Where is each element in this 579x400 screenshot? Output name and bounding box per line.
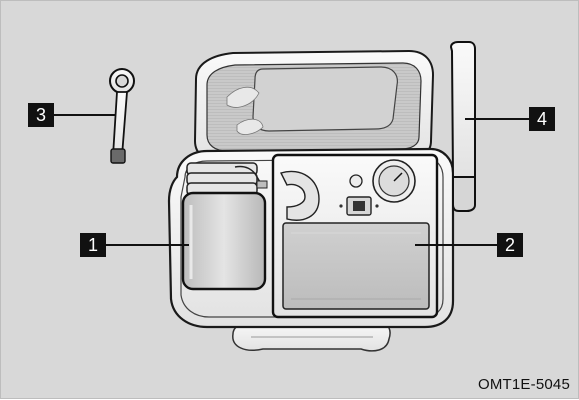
callout-3: 3 [28,103,54,127]
sealant-bottle [183,163,267,289]
bag-lid [195,51,433,163]
pressure-stick [451,42,475,211]
compressor [273,155,437,317]
callout-2: 2 [497,233,523,257]
callout-1: 1 [80,233,106,257]
figure-code: OMT1E-5045 [478,376,570,393]
callout-4: 4 [529,107,555,131]
